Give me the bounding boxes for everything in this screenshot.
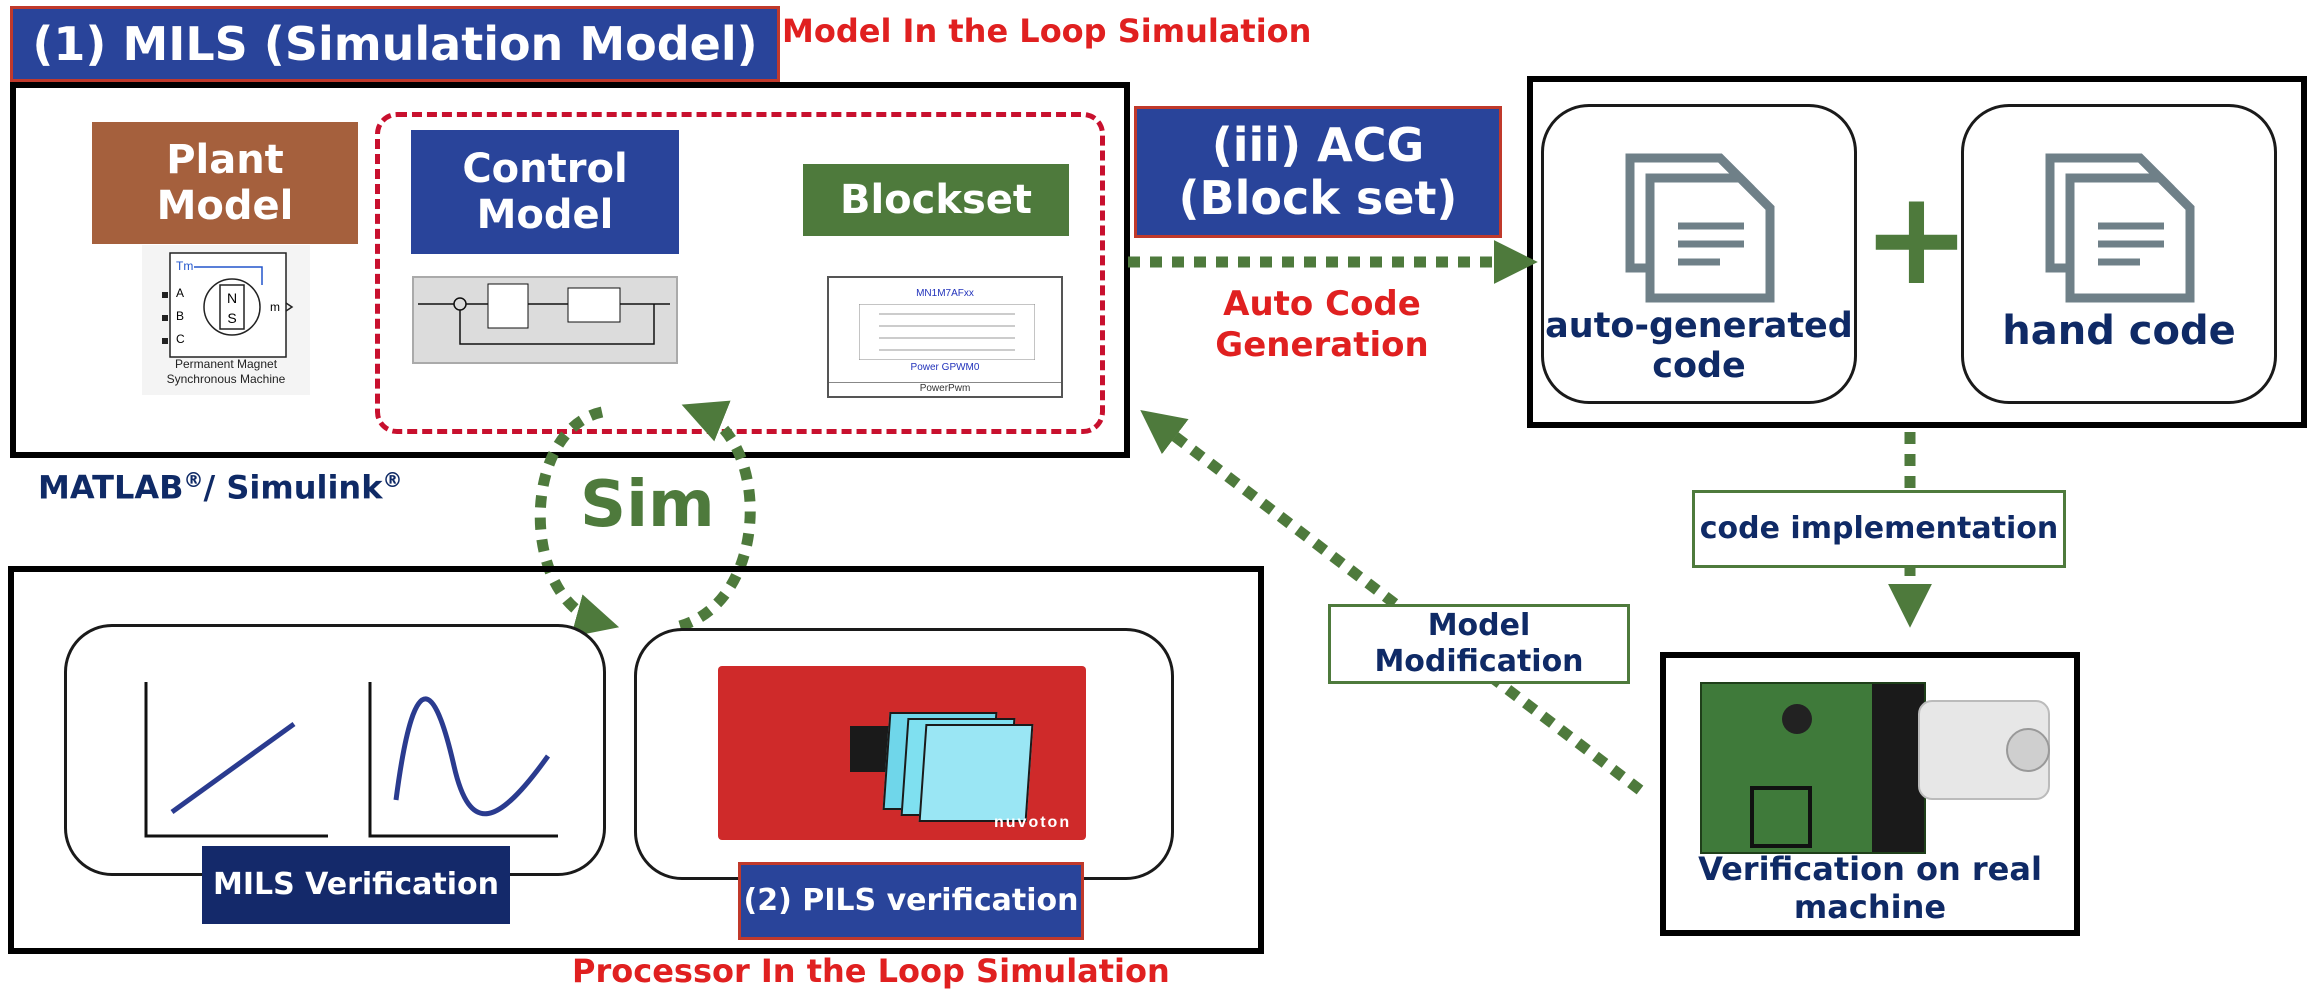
port-a: A — [176, 286, 184, 300]
matlab-text: MATLAB — [38, 468, 184, 507]
pmsm-block: N S Tm A B C m Permanent Magnet Synchron… — [142, 245, 310, 395]
sine-graph-curve — [393, 696, 551, 816]
control-diagram — [412, 276, 678, 364]
real-machine-label: Verification on real machine — [1698, 850, 2042, 927]
control-model-label: Control Model — [411, 130, 679, 254]
auto-code-label: auto-generated code — [1545, 306, 1853, 387]
model-modification-label: Model Modification — [1328, 604, 1630, 684]
mils-frame — [10, 82, 1130, 458]
reg-mark-2: ® — [382, 468, 403, 492]
controller-board — [1700, 682, 1926, 854]
reg-mark-1: ® — [183, 468, 204, 492]
matlab-simulink-label: MATLAB®/ Simulink® — [38, 468, 402, 507]
simulink-text: / Simulink — [203, 468, 383, 507]
blockset-diagram: MN1M7AFxx Power GPWM0 PowerPwm — [827, 276, 1063, 398]
linear-graph-line — [170, 721, 296, 815]
acg-caption: Auto Code Generation — [1215, 284, 1429, 365]
sim-loop-left — [534, 406, 620, 637]
sim-label: Sim — [580, 468, 715, 542]
plant-model-label: Plant Model — [92, 122, 358, 244]
mils-subtitle: Model In the Loop Simulation — [782, 12, 1312, 50]
control-group — [375, 112, 1105, 434]
pmsm-caption: Permanent Magnet Synchronous Machine — [166, 357, 286, 386]
port-m: m — [270, 300, 280, 314]
pmsm-n: N — [227, 290, 237, 306]
pils-verification-label: (2) PILS verification — [738, 862, 1084, 940]
mils-title: (1) MILS (Simulation Model) — [10, 6, 780, 82]
pmsm-s: S — [227, 310, 236, 326]
sine-graph-axes — [368, 682, 558, 838]
blockset-chip: MN1M7AFxx — [916, 288, 974, 299]
auto-code-doc-icon — [1625, 153, 1775, 303]
modification-arrow — [1140, 410, 1644, 795]
hand-code-doc-icon — [2045, 153, 2195, 303]
port-b: B — [176, 309, 184, 323]
blockset-caption2: PowerPwm — [829, 382, 1061, 394]
port-c: C — [176, 332, 185, 346]
acg-title: (iii) ACG (Block set) — [1134, 106, 1502, 238]
sim-loop-right — [678, 400, 756, 632]
mils-verification-label: MILS Verification — [202, 846, 510, 924]
real-machine-frame — [1660, 652, 2080, 936]
mcu-board: nuvoton — [718, 666, 1086, 840]
hand-code-label: hand code — [2002, 308, 2236, 354]
blockset-caption1: Power GPWM0 — [910, 362, 980, 373]
motor-image — [1918, 700, 2050, 800]
board-brand: nuvoton — [994, 814, 1072, 831]
code-implementation-label: code implementation — [1692, 490, 2066, 568]
pils-subtitle: Processor In the Loop Simulation — [572, 952, 1170, 990]
linear-graph-axes — [144, 682, 328, 838]
mils-graphs — [144, 682, 558, 838]
blockset-label: Blockset — [803, 164, 1069, 236]
verification-frame — [8, 566, 1264, 954]
port-tm: Tm — [176, 259, 193, 273]
plus-sign: + — [1862, 162, 1971, 314]
